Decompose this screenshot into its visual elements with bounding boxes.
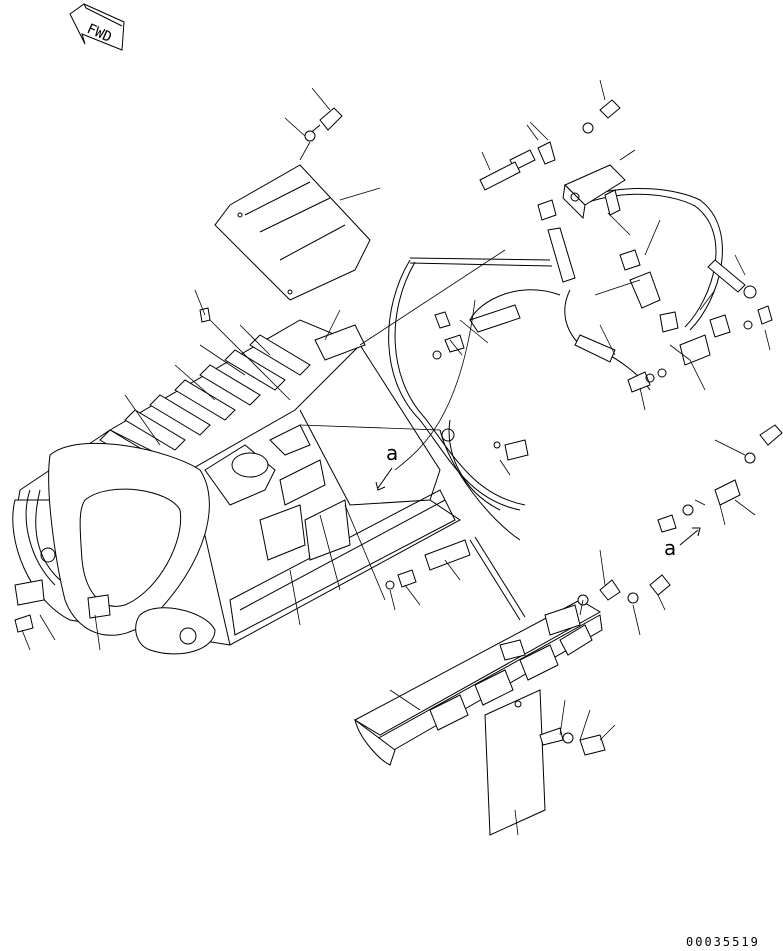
right-bolts-icon bbox=[14, 79, 783, 756]
hose-fittings bbox=[199, 149, 773, 590]
callout-a-right: a bbox=[664, 527, 701, 560]
top-cover-plate bbox=[214, 164, 381, 301]
rear-flap-plate bbox=[484, 689, 546, 836]
leader-lines bbox=[21, 121, 771, 741]
callout-a-left: a bbox=[375, 441, 398, 491]
fwd-label: FWD bbox=[84, 21, 114, 46]
drawing-code: 00035519 bbox=[686, 935, 760, 949]
front-roller-housing bbox=[12, 442, 216, 655]
svg-text:a: a bbox=[664, 536, 676, 560]
hydraulic-hoses bbox=[388, 187, 723, 621]
valve-block bbox=[526, 124, 626, 220]
cover-bolt-icon bbox=[284, 87, 343, 161]
rear-rail-assembly bbox=[353, 599, 603, 766]
svg-text:a: a bbox=[386, 441, 398, 465]
pivot-motor-assembly bbox=[204, 424, 311, 506]
fwd-direction-arrow-icon: FWD bbox=[69, 3, 125, 51]
